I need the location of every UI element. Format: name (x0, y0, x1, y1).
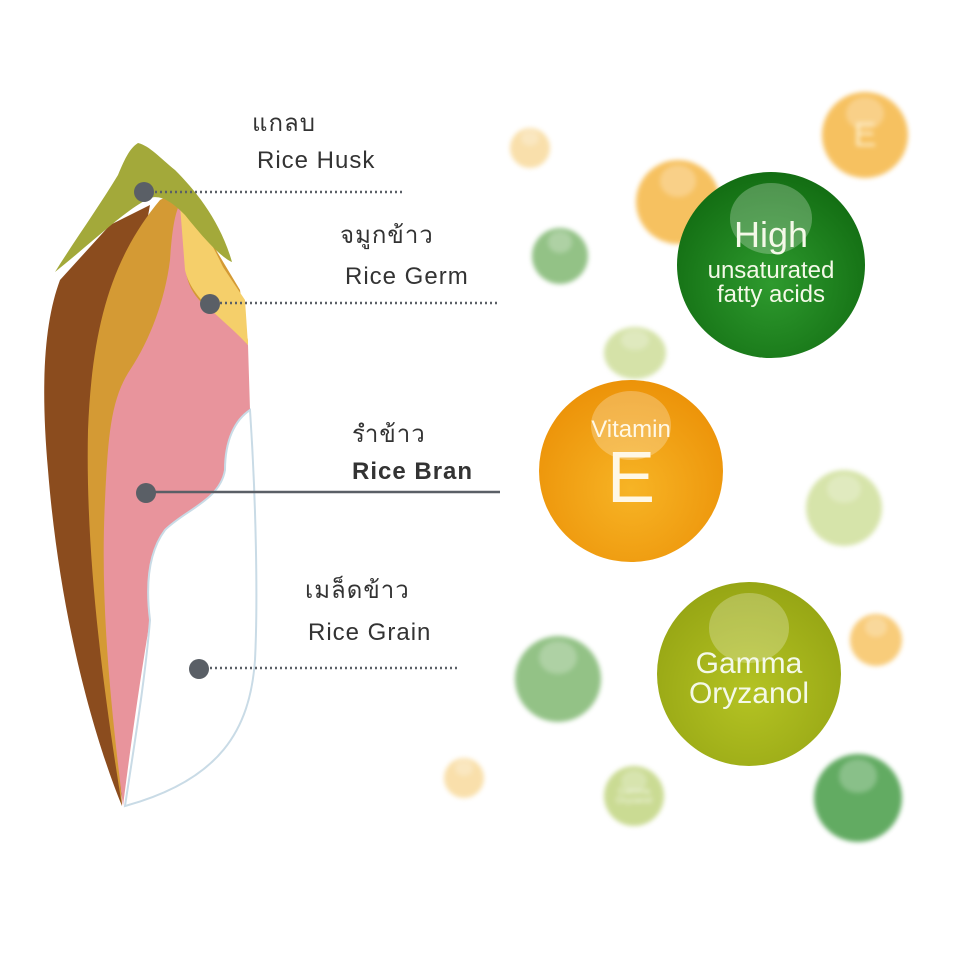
gamma-label: Gamma (695, 647, 803, 680)
fatty-acids-line2: unsaturated (707, 257, 835, 284)
bran-pointer (136, 483, 500, 503)
decor-bubble (850, 614, 902, 666)
decor-bubble (806, 470, 882, 546)
vitamin-e-bubble: Vitamin E (539, 380, 723, 562)
decor-bubble (814, 754, 902, 842)
husk-pointer (134, 182, 405, 202)
bran-thai-label: รำข้าว (352, 420, 426, 448)
decor-bubble (604, 327, 666, 379)
decor-bubble (510, 128, 550, 168)
fatty-acids-bubble: High unsaturated fatty acids (677, 172, 865, 358)
germ-english-label: Rice Germ (345, 263, 469, 290)
vitamin-label: Vitamin (591, 416, 671, 443)
decor-bubble (444, 758, 484, 798)
germ-thai-label: จมูกข้าว (340, 221, 434, 249)
husk-thai-label: แกลบ (252, 109, 316, 137)
husk (55, 143, 232, 272)
husk-english-label: Rice Husk (257, 147, 376, 174)
fatty-acids-line1: High (733, 214, 809, 255)
decor-bubble (515, 636, 601, 722)
bran-english-label: Rice Bran (352, 458, 474, 485)
gamma-oryzanol-bubble: Gamma Oryzanol (657, 582, 841, 766)
grain-pointer (189, 659, 460, 679)
decor-bubble (532, 228, 588, 284)
bran-layer (103, 200, 250, 806)
oryzanol-label: Oryzanol (688, 677, 810, 710)
fatty-acids-line3: fatty acids (716, 281, 826, 308)
vitamin-e-letter: E (606, 438, 656, 518)
grain-body (123, 408, 258, 808)
grain-english-label: Rice Grain (308, 619, 432, 646)
germ-fill (180, 205, 248, 345)
grain-thai-label: เมล็ดข้าว (305, 576, 410, 604)
germ-pointer (200, 294, 500, 314)
decor-bubble-e: E (822, 92, 908, 178)
